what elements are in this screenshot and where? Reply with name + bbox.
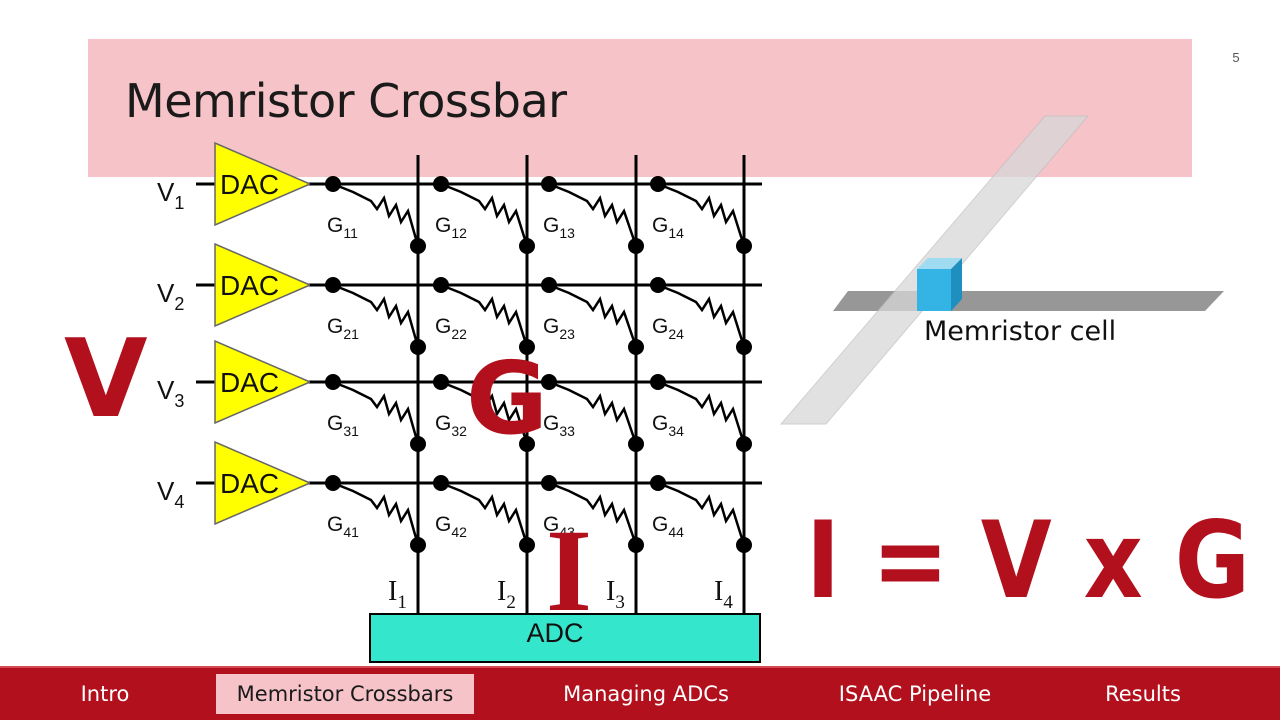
memristor-resistor [332,182,420,247]
memristor-resistor [440,182,529,247]
voltage-label: V1 [157,177,184,213]
junction-node [736,238,752,254]
junction-node [628,238,644,254]
conductance-label: G21 [327,315,359,342]
memristor-resistor [440,481,529,546]
conductance-label: G13 [543,214,575,241]
junction-node [541,374,557,390]
big-i-symbol: I [546,505,592,636]
junction-node [519,436,535,452]
nav-item-memristor-crossbars[interactable]: Memristor Crossbars [216,674,474,714]
conductance-label: G14 [652,214,684,241]
junction-node [433,176,449,192]
junction-node [650,277,666,293]
voltage-label: V3 [157,375,184,411]
big-g-symbol: G [466,340,548,457]
junction-node [433,277,449,293]
memristor-cell-illustration [779,115,1224,425]
current-label: I3 [606,576,625,613]
memristor-resistor [657,182,746,247]
dac-label: DAC [220,270,279,301]
junction-node [410,436,426,452]
memristor-resistor [440,283,529,348]
big-v-symbol: V [64,317,148,442]
conductance-label: G43 [543,513,575,540]
voltage-label: V2 [157,278,184,314]
junction-node [650,374,666,390]
conductance-label: G33 [543,412,575,439]
slide-number: 5 [1232,50,1240,65]
junction-node [650,176,666,192]
conductance-label: G32 [435,412,467,439]
junction-node [541,176,557,192]
memristor-resistor [548,481,638,546]
section-navbar: Intro Memristor Crossbars Managing ADCs … [0,666,1280,720]
junction-node [410,537,426,553]
dac-triangle [214,440,312,526]
conductance-label: G42 [435,513,467,540]
junction-node [433,475,449,491]
nav-item-isaac-pipeline[interactable]: ISAAC Pipeline [838,682,992,706]
memristor-resistor [548,182,638,247]
junction-node [433,374,449,390]
junction-node [519,339,535,355]
junction-node [410,339,426,355]
current-label: I2 [497,576,516,613]
current-label: I4 [714,576,733,613]
title-band [88,39,1192,177]
conductance-label: G41 [327,513,359,540]
junction-node [736,436,752,452]
conductance-label: G23 [543,315,575,342]
memristor-resistor [657,380,746,445]
conductance-label: G34 [652,412,684,439]
junction-node [410,238,426,254]
adc-box [369,613,761,663]
memristor-resistor [332,380,420,445]
junction-node [736,339,752,355]
junction-node [650,475,666,491]
memristor-resistor [440,380,529,445]
dac-label: DAC [220,169,279,200]
adc-label: ADC [526,618,583,648]
equation-text: I = V x G [806,499,1250,622]
cell-cube-top [917,258,962,269]
memristor-cell-label: Memristor cell [924,316,1116,347]
junction-node [628,339,644,355]
junction-node [628,436,644,452]
memristor-resistor [332,283,420,348]
conductance-label: G11 [327,214,358,241]
memristor-resistor [548,283,638,348]
dac-label: DAC [220,468,279,499]
conductance-label: G22 [435,315,467,342]
cell-cube-front [917,269,951,311]
memristor-resistor [657,283,746,348]
dac-triangle [214,339,312,425]
junction-node [519,238,535,254]
nav-item-managing-adcs[interactable]: Managing ADCs [563,682,729,706]
conductance-label: G31 [327,412,359,439]
memristor-resistor [548,380,638,445]
dac-label: DAC [220,367,279,398]
junction-node [628,537,644,553]
junction-node [519,537,535,553]
current-label: I1 [388,576,407,613]
junction-node [736,537,752,553]
memristor-resistor [657,481,746,546]
conductance-label: G24 [652,315,684,342]
conductance-label: G44 [652,513,684,540]
memristor-resistor [332,481,420,546]
junction-node [541,277,557,293]
cell-cube-side [951,258,962,311]
dac-triangle [214,141,312,227]
dac-triangle [214,242,312,328]
slide-title: Memristor Crossbar [125,74,567,128]
voltage-label: V4 [157,476,184,512]
junction-node [541,475,557,491]
nav-item-intro[interactable]: Intro [80,682,130,706]
conductance-label: G12 [435,214,467,241]
nav-item-results[interactable]: Results [1105,682,1181,706]
